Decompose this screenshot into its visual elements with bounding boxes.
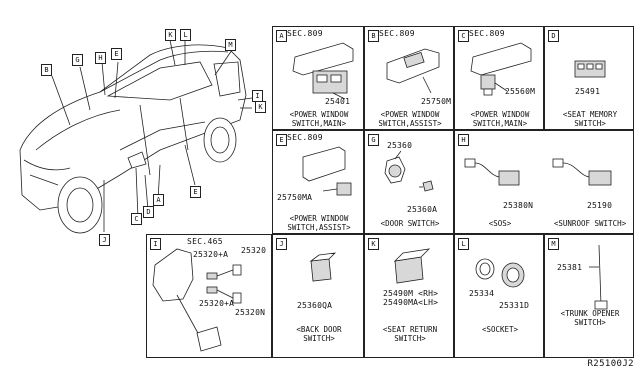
part-number-2: 25360A [407, 205, 438, 214]
panel-g: G 25360 25360A <DOOR SWITCH> [364, 130, 454, 234]
section-ref: SEC.465 [187, 237, 223, 246]
part-number: 25381 [557, 263, 583, 272]
part-number-1: 25380N [503, 201, 534, 210]
power-window-switch-main-drawing [292, 42, 354, 100]
callout-tag-m: M [225, 39, 236, 51]
panel-e: E SEC.809 25750MA <POWER WINDOW SWITCH,A… [272, 130, 364, 234]
part-number-4: 25320N [235, 308, 266, 317]
section-ref: SEC.809 [287, 29, 323, 38]
trunk-opener-switch-drawing [589, 244, 608, 310]
caption-line-2: SWITCH> [394, 334, 426, 343]
part-number-2: 25190 [587, 201, 613, 210]
callout-tag-l: L [180, 29, 191, 41]
panel-i: I SEC.465 25320+A 25320 25320+A 25320N [146, 234, 272, 358]
part-number-1: 25360 [387, 141, 413, 150]
seat-return-switch-drawing [393, 248, 431, 284]
caption-line-1: <POWER WINDOW [380, 110, 440, 119]
vehicle-illustration [19, 39, 253, 234]
socket-drawing [475, 258, 525, 288]
panel-tag: I [150, 238, 161, 250]
panel-h: H 25380N 25190 <SOS> <SUNROOF SWITCH> [454, 130, 634, 234]
door-switch-drawing [384, 150, 434, 192]
part-number: 25360QA [297, 301, 333, 310]
caption-line-2: SWITCH,ASSIST> [378, 119, 442, 128]
callout-tag-k-top: K [165, 29, 176, 41]
panel-tag: C [458, 30, 469, 42]
panel-tag: A [276, 30, 287, 42]
caption-line-2: SWITCH> [574, 119, 606, 128]
panel-tag: J [276, 238, 287, 250]
callout-tag-h: H [95, 52, 106, 64]
callout-tag-e-top: E [111, 48, 122, 60]
panel-tag: H [458, 134, 469, 146]
panel-d: D 25491 <SEAT MEMORY SWITCH> [544, 26, 634, 130]
callout-tag-c: C [131, 213, 142, 225]
callout-tag-b: B [41, 64, 52, 76]
panel-m: M 25381 <TRUNK OPENER SWITCH> [544, 234, 634, 358]
part-number: 25750M [421, 97, 452, 106]
caption-line-2: SWITCH> [303, 334, 335, 343]
panel-k: K 25490M <RH> 25490MA<LH> <SEAT RETURN S… [364, 234, 454, 358]
caption-line-1: <TRUNK OPENER [560, 309, 620, 318]
panel-tag: K [368, 238, 379, 250]
panel-l: L 25334 25331D <SOCKET> [454, 234, 544, 358]
part-number-1: 25334 [469, 289, 495, 298]
caption-line-1: <BACK DOOR [296, 325, 342, 334]
caption-sos: <SOS> [488, 219, 512, 228]
panel-tag: G [368, 134, 379, 146]
section-ref: SEC.809 [379, 29, 415, 38]
callout-tag-i: J [99, 234, 110, 246]
caption-line-2: SWITCH> [574, 318, 606, 327]
brake-pedal-switch-drawing [152, 248, 242, 352]
caption-line-1: <SEAT MEMORY [562, 110, 618, 119]
panel-b: B SEC.809 25750M <POWER WINDOW SWITCH,AS… [364, 26, 454, 130]
callout-tag-d: D [143, 206, 154, 218]
caption-line-2: SWITCH,MAIN> [472, 119, 528, 128]
seat-memory-switch-drawing [574, 60, 606, 78]
back-door-switch-drawing [309, 252, 337, 282]
caption-line-2: SWITCH,MAIN> [291, 119, 347, 128]
panel-tag: M [548, 238, 559, 250]
caption-line-1: <POWER WINDOW [289, 110, 349, 119]
diagram-reference: R25100J2 [587, 359, 634, 369]
caption-line-1: <POWER WINDOW [470, 110, 530, 119]
panel-tag: E [276, 134, 287, 146]
part-number-1: 25490M <RH> [383, 289, 439, 298]
caption-line-1: <SEAT RETURN [382, 325, 438, 334]
panel-a: A SEC.809 25401 <POWER WINDOW SWITCH,MAI… [272, 26, 364, 130]
panel-tag: L [458, 238, 469, 250]
section-ref: SEC.809 [287, 133, 323, 142]
panel-j: J 25360QA <BACK DOOR SWITCH> [272, 234, 364, 358]
sos-sunroof-switch-drawing [464, 158, 612, 186]
section-ref: SEC.809 [469, 29, 505, 38]
power-window-switch-assist-drawing [386, 48, 440, 94]
caption-sunroof: <SUNROOF SWITCH> [553, 219, 627, 228]
caption-line-1: <DOOR SWITCH> [380, 219, 440, 228]
panel-c: C SEC.809 25560M <POWER WINDOW SWITCH,MA… [454, 26, 544, 130]
power-window-switch-main-c-drawing [470, 42, 532, 96]
part-number-2: 25320 [241, 246, 267, 255]
power-window-switch-assist-e-drawing [302, 146, 352, 196]
panel-tag: D [548, 30, 559, 42]
part-number-1: 25320+A [193, 250, 229, 259]
callout-tag-a: A [153, 194, 164, 206]
caption-line-1: <SOCKET> [481, 325, 519, 334]
caption-line-1: <POWER WINDOW [289, 214, 349, 223]
part-number-3: 25320+A [199, 299, 235, 308]
callout-tag-e-side: E [190, 186, 201, 198]
part-number: 25491 [575, 87, 601, 96]
callout-tag-k-side: K [255, 101, 266, 113]
part-number: 25560M [505, 87, 536, 96]
part-number: 25750MA [277, 193, 313, 202]
part-number: 25401 [325, 97, 351, 106]
panel-tag: B [368, 30, 379, 42]
callout-tag-g: G [72, 54, 83, 66]
part-number-2: 25331D [499, 301, 530, 310]
part-number-2: 25490MA<LH> [383, 298, 439, 307]
caption-line-2: SWITCH,ASSIST> [287, 223, 351, 232]
